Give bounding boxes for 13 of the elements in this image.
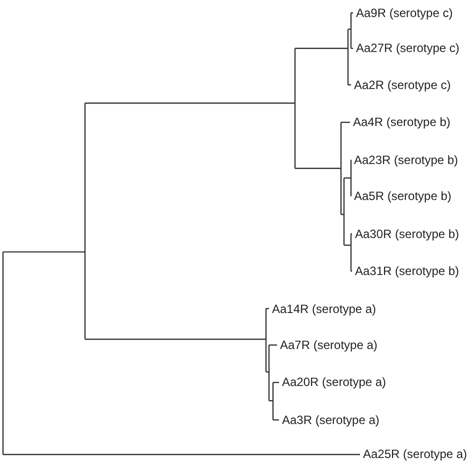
taxon-label: Aa27R (serotype c) [356, 41, 460, 56]
taxon-label: Aa25R (serotype a) [363, 447, 468, 462]
taxon-label: Aa2R (serotype c) [354, 78, 451, 92]
taxon-label: Aa30R (serotype b) [355, 226, 460, 241]
taxon-label: Aa14R (serotype a) [272, 302, 376, 316]
taxon-label: Aa23R (serotype b) [354, 152, 458, 167]
taxon-label: Aa20R (serotype a) [282, 375, 386, 390]
taxon-label: Aa4R (serotype b) [353, 115, 450, 130]
taxon-label: Aa9R (serotype c) [356, 6, 453, 20]
taxon-label: Aa31R (serotype b) [355, 264, 460, 278]
taxon-label: Aa3R (serotype a) [282, 412, 380, 427]
taxon-label: Aa7R (serotype a) [280, 338, 378, 352]
taxon-label: Aa5R (serotype b) [354, 189, 452, 204]
